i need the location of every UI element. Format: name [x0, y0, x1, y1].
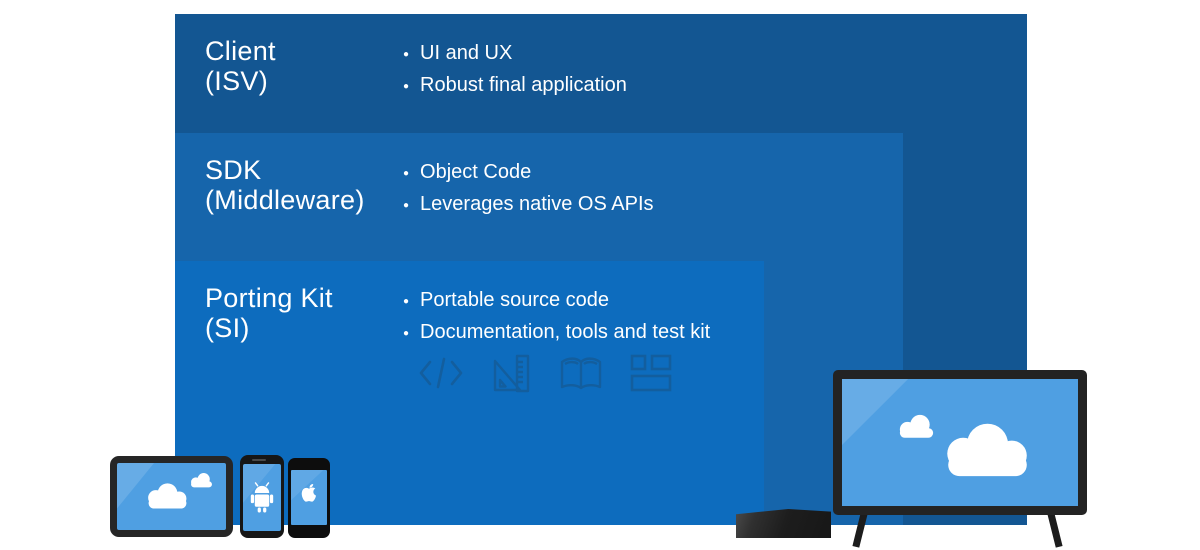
book-icon	[557, 353, 605, 393]
tablet-icon	[110, 456, 233, 537]
layer-client-title: Client	[205, 36, 276, 66]
cloud-icon	[188, 471, 215, 489]
bullet-item: Leverages native OS APIs	[403, 190, 654, 222]
layer-porting-kit-bullets: Portable source code Documentation, tool…	[403, 286, 710, 350]
bullet-item: Object Code	[403, 158, 654, 190]
bullet-text: Robust final application	[420, 74, 627, 96]
layer-sdk-title: SDK	[205, 155, 262, 185]
android-screen	[243, 464, 281, 531]
layer-client-bullets: UI and UX Robust final application	[403, 39, 627, 103]
code-icon	[417, 354, 465, 392]
tv-icon	[833, 370, 1087, 515]
set-square-icon	[489, 353, 533, 393]
bullet-text: Leverages native OS APIs	[420, 193, 654, 215]
layer-client-heading: Client (ISV)	[205, 36, 276, 96]
layer-porting-kit-subtitle: (SI)	[205, 313, 250, 343]
android-logo-icon	[249, 481, 275, 514]
iphone-screen	[291, 470, 327, 525]
tiles-icon	[629, 353, 673, 393]
bullet-text: Object Code	[420, 161, 532, 183]
camera-sensor-icon	[252, 458, 266, 461]
bullet-text: Documentation, tools and test kit	[420, 321, 711, 343]
bullet-item: Robust final application	[403, 71, 627, 103]
bullet-item: Portable source code	[403, 286, 710, 318]
tv-screen	[842, 379, 1078, 506]
tablet-screen	[117, 463, 226, 530]
layer-porting-kit-heading: Porting Kit (SI)	[205, 283, 333, 343]
bullet-text: UI and UX	[420, 42, 513, 64]
layer-sdk-bullets: Object Code Leverages native OS APIs	[403, 158, 654, 222]
set-top-box-icon	[736, 509, 831, 538]
apple-logo-icon	[299, 483, 320, 507]
cloud-icon	[940, 420, 1035, 478]
layer-sdk-subtitle: (Middleware)	[205, 185, 365, 215]
layer-porting-kit-title: Porting Kit	[205, 283, 333, 313]
bullet-text: Portable source code	[420, 289, 610, 311]
layer-client-subtitle: (ISV)	[205, 66, 269, 96]
iphone-icon	[288, 458, 330, 538]
bullet-item: Documentation, tools and test kit	[403, 318, 710, 350]
layer-sdk-heading: SDK (Middleware)	[205, 155, 365, 215]
cloud-icon	[895, 412, 938, 440]
tool-icon-row	[417, 353, 673, 393]
android-phone-icon	[240, 455, 284, 538]
bullet-item: UI and UX	[403, 39, 627, 71]
cloud-icon	[145, 478, 190, 513]
